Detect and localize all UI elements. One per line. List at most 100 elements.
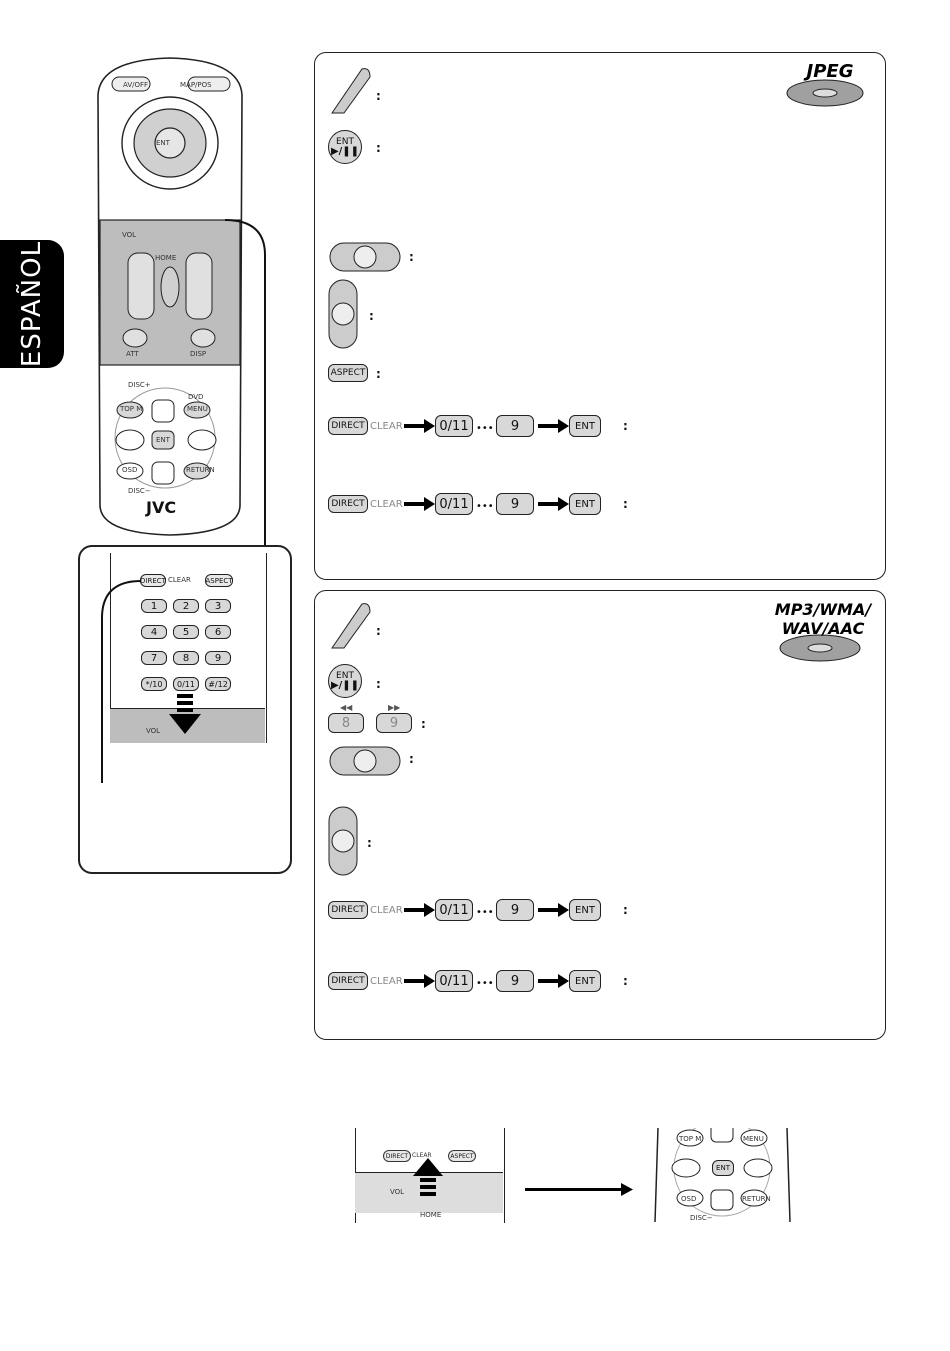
ent-key[interactable]: ENT [569, 415, 601, 437]
arrow-right-icon [525, 1183, 633, 1196]
key-9[interactable]: 9 [496, 970, 534, 992]
key-0-11[interactable]: 0/11 [435, 415, 473, 437]
ent-key[interactable]: ENT [569, 970, 601, 992]
clear-label: CLEAR [370, 905, 403, 916]
keypad-6[interactable]: 6 [205, 625, 231, 639]
bottom-clear-label: CLEAR [412, 1152, 432, 1159]
vol-label: VOL [122, 231, 137, 239]
map-pos-label: MAP/POS [180, 81, 212, 89]
key-0-11[interactable]: 0/11 [435, 970, 473, 992]
clear-label: CLEAR [370, 421, 403, 432]
direct-key[interactable]: DIRECT [328, 901, 368, 919]
arrow-right-icon [404, 497, 435, 511]
keypad-7[interactable]: 7 [141, 651, 167, 665]
av-off-label: AV/OFF [123, 81, 149, 89]
connector-line [224, 219, 266, 550]
ellipsis: ••• [476, 907, 494, 918]
bottom-osd-label: OSD [681, 1195, 697, 1203]
keypad-star[interactable]: */10 [141, 677, 167, 691]
ent-play-pause-key[interactable]: ENT▶/❚❚ [328, 130, 362, 164]
ent-key-label: ENT [336, 137, 354, 147]
ellipsis: ••• [476, 423, 494, 434]
direct-key[interactable]: DIRECT [328, 417, 368, 435]
bottom-aspect-key[interactable]: ASPECT [448, 1150, 476, 1162]
key-8[interactable]: 8 [328, 713, 364, 733]
keypad-hash[interactable]: #/12 [205, 677, 231, 691]
ellipsis: ••• [476, 501, 494, 512]
inset-vol-label: VOL [146, 727, 161, 735]
disc-plus-label: DISC+ [128, 381, 151, 389]
colon: : [376, 677, 381, 691]
colon: : [367, 836, 372, 850]
colon: : [623, 974, 628, 988]
prev-next-pad-icon [329, 746, 401, 776]
jvc-logo: JVC [146, 498, 177, 517]
key-0-11[interactable]: 0/11 [435, 493, 473, 515]
inset-remote-body [110, 553, 267, 743]
arrow-right-icon [538, 903, 569, 917]
ent-key[interactable]: ENT [569, 493, 601, 515]
arrow-right-icon [538, 497, 569, 511]
bottom-menu-label: MENU [743, 1135, 764, 1143]
disc-icon [786, 79, 864, 107]
keypad-2[interactable]: 2 [173, 599, 199, 613]
arrow-right-icon [404, 419, 435, 433]
keypad-0[interactable]: 0/11 [173, 677, 199, 691]
bottom-vol-label: VOL [390, 1188, 405, 1196]
ellipsis: ••• [476, 978, 494, 989]
colon: : [376, 367, 381, 381]
arrow-right-icon [538, 419, 569, 433]
inset-aspect-key[interactable]: ASPECT [205, 574, 233, 587]
jpeg-logo: JPEG [806, 61, 854, 82]
language-tab: ESPAÑOL [0, 240, 64, 368]
colon: : [376, 89, 381, 103]
direct-key[interactable]: DIRECT [328, 495, 368, 513]
key-0-11[interactable]: 0/11 [435, 899, 473, 921]
key-9[interactable]: 9 [376, 713, 412, 733]
aspect-key[interactable]: ASPECT [328, 364, 368, 382]
colon: : [376, 624, 381, 638]
remote-ent2-label: ENT [156, 436, 170, 444]
ent-key[interactable]: ENT [569, 899, 601, 921]
keypad-4[interactable]: 4 [141, 625, 167, 639]
disc-minus-label: DISC− [128, 487, 151, 495]
colon: : [623, 903, 628, 917]
remote-ent-label: ENT [156, 139, 170, 147]
bottom-disc-minus-label: DISC− [690, 1214, 713, 1222]
keypad-5[interactable]: 5 [173, 625, 199, 639]
inset-pointer-line [101, 580, 142, 783]
dvd-label: DVD [188, 393, 204, 401]
topm-label: TOP M [120, 405, 143, 413]
key-9[interactable]: 9 [496, 899, 534, 921]
key-9[interactable]: 9 [496, 493, 534, 515]
colon: : [409, 752, 414, 766]
bottom-home-label: HOME [420, 1211, 442, 1219]
up-arrow-icon [413, 1158, 443, 1196]
disc-icon [779, 634, 861, 662]
disp-label: DISP [190, 350, 207, 358]
rewind-icon: ◀◀ [340, 703, 353, 712]
arrow-right-icon [404, 903, 435, 917]
clear-label: CLEAR [370, 499, 403, 510]
bottom-ent-key[interactable]: ENT [712, 1160, 734, 1176]
keypad-3[interactable]: 3 [205, 599, 231, 613]
keypad-8[interactable]: 8 [173, 651, 199, 665]
mp3-panel [314, 590, 886, 1040]
direct-key[interactable]: DIRECT [328, 972, 368, 990]
up-down-pad-icon [328, 806, 358, 876]
key-9[interactable]: 9 [496, 415, 534, 437]
menu-label: MENU [187, 405, 208, 413]
ent-play-pause-key[interactable]: ENT▶/❚❚ [328, 664, 362, 698]
att-label: ATT [126, 350, 139, 358]
bottom-return-label: RETURN [742, 1195, 771, 1203]
colon: : [623, 497, 628, 511]
fast-forward-icon: ▶▶ [388, 703, 401, 712]
inset-clear-label: CLEAR [168, 576, 191, 584]
ent-key-label: ENT [336, 671, 354, 681]
keypad-9[interactable]: 9 [205, 651, 231, 665]
colon: : [409, 250, 414, 264]
keypad-1[interactable]: 1 [141, 599, 167, 613]
bottom-direct-key[interactable]: DIRECT [383, 1150, 411, 1162]
home-label: HOME [155, 254, 177, 262]
language-label: ESPAÑOL [17, 240, 47, 368]
